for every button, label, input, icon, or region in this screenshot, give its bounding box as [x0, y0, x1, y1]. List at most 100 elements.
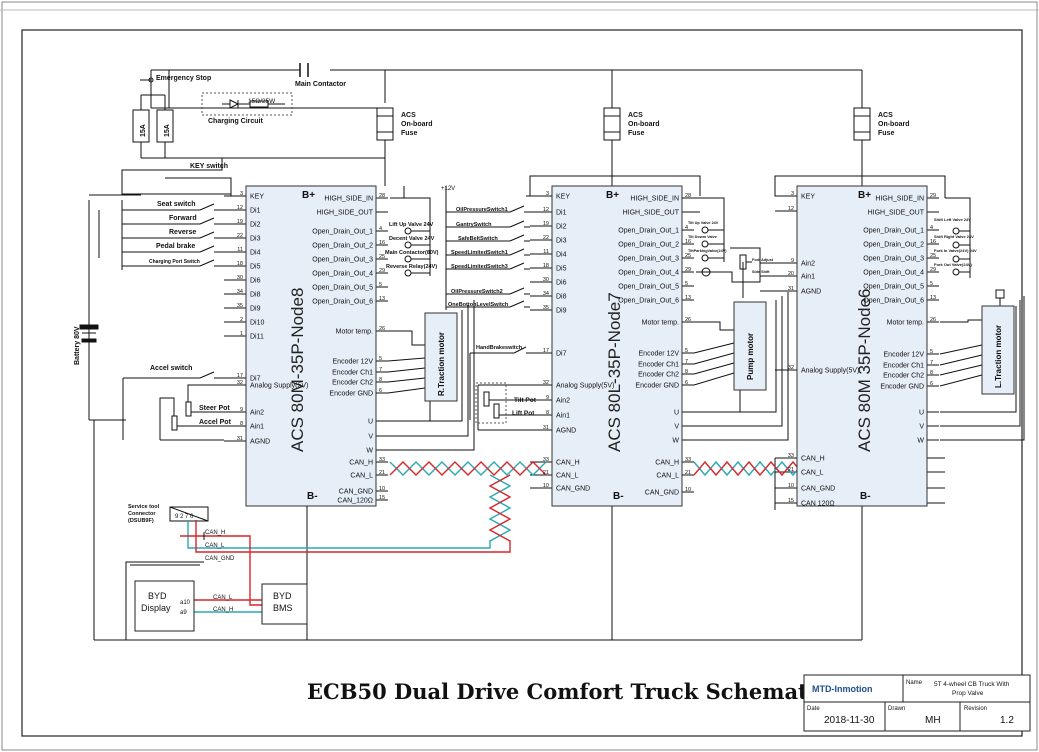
m7-right-pin: 10 — [685, 487, 691, 493]
m8-right-pin: 4 — [379, 226, 382, 232]
node6-load-labels: Shift Left Valve 24V Shift Right Valve 2… — [934, 217, 977, 267]
m6-left-pin: 31 — [788, 286, 794, 292]
drawing-frame — [21, 29, 1023, 737]
m8-left-pin: 9 — [240, 407, 243, 413]
m8-right-label: CAN_L — [350, 473, 373, 480]
m6-right-pin: 16 — [930, 239, 936, 245]
acs-fuse3-l2: On-board — [878, 121, 910, 128]
reverse-label: Reverse — [169, 229, 196, 236]
byd-a9: a9 — [180, 610, 187, 616]
m7-left-label: KEY — [556, 194, 570, 201]
m8-left-pin: 30 — [237, 275, 243, 281]
name-label: Name — [906, 680, 923, 686]
m6-right-label: Encoder Ch2 — [883, 373, 924, 380]
m8-left-pin: 35 — [237, 303, 243, 309]
m8-left-label: Di8 — [250, 292, 261, 299]
node7-switch-labels: OilPressureSwitch1 GantrySwitch SafeBelt… — [448, 207, 537, 417]
m7-right-pin: 6 — [685, 380, 688, 386]
schematic-title: ECB50 Dual Drive Comfort Truck Schematic — [307, 679, 829, 704]
title-block: MTD-Inmotion Name 5T 4-wheel CB Truck Wi… — [803, 674, 1031, 732]
m6-left-pin: 21 — [788, 467, 794, 473]
m6-right-pin: 5 — [930, 349, 933, 355]
tilt-pot-label: Tilt Pot — [514, 397, 537, 404]
resistor-label: 15Ω/25W — [248, 98, 276, 105]
module-node6-name: ACS 80M 35P-Node6 — [855, 289, 874, 452]
svc-can-l: CAN_L — [205, 543, 225, 549]
sw-onebotton: OneBottonLevelSwitch — [448, 302, 509, 308]
sw-handbrake: HandBrakeswitch — [476, 345, 523, 351]
m6-left-label: KEY — [801, 194, 815, 201]
m7-left-pin: 3 — [546, 191, 549, 197]
m7-right-pin: 29 — [685, 267, 691, 273]
m8-right-label: Encoder 12V — [333, 359, 374, 366]
m7-left-label: Di1 — [556, 210, 567, 217]
byd-display-box — [134, 580, 195, 632]
m7-left-label: Di5 — [556, 266, 567, 273]
m8-left-pin: 22 — [237, 233, 243, 239]
m6-left-pin: 10 — [788, 483, 794, 489]
m6-left-label: AGND — [801, 289, 821, 296]
byd-display-l1: BYD — [148, 591, 167, 601]
sw-oilpressure2: OilPressureSwitch2 — [451, 289, 503, 295]
m8-right-label: Open_Drain_Out_1 — [312, 229, 373, 236]
m8-right-label: Encoder Ch1 — [332, 370, 373, 377]
charging-circuit-label: Charging Circuit — [208, 118, 264, 125]
m8-right-pin: 8 — [379, 377, 382, 383]
m8-right-label: CAN_120Ω — [337, 498, 373, 505]
m8-right-pin: 16 — [379, 240, 385, 246]
m7-left-label: Di9 — [556, 308, 567, 315]
m7-right-label: CAN_GND — [645, 490, 679, 497]
m7-left-label: Ain1 — [556, 413, 570, 420]
m7-right-label: Encoder Ch2 — [638, 372, 679, 379]
m6-left-label: Analog Supply(5V) — [801, 368, 859, 375]
pedal-brake-label: Pedal brake — [156, 243, 195, 250]
acs-fuse-f2 — [603, 107, 621, 141]
l-traction-motor-box — [981, 305, 1015, 395]
m8-left-label: Di2 — [250, 222, 261, 229]
m6-left-label: CAN_H — [801, 456, 825, 463]
fuse2-label: 15A — [164, 124, 171, 137]
m8-right-pin: 10 — [379, 486, 385, 492]
service-tool-l3: (DSUB9F) — [128, 518, 154, 524]
m6-right-pin: 29 — [930, 267, 936, 273]
m8-right-label: Encoder GND — [329, 391, 373, 398]
m7-left-label: AGND — [556, 428, 576, 435]
m6-right-label: Encoder GND — [880, 384, 924, 391]
byd-can-h: CAN_H — [213, 607, 233, 613]
m8-right-label: Open_Drain_Out_5 — [312, 285, 373, 292]
acs-fuse-f3 — [853, 107, 871, 141]
node7-load1: Tilt Up Valve 24V — [688, 221, 719, 225]
m7-right-pin: 33 — [685, 457, 691, 463]
m8-left-pin: 19 — [237, 219, 243, 225]
acs-fuse1-l2: On-board — [401, 121, 433, 128]
m7-left-pin: 10 — [543, 483, 549, 489]
node8-load4: Reverse Relay(24V) — [386, 264, 437, 270]
emergency-stop-label: Emergency Stop — [156, 75, 211, 82]
module-node8-box — [245, 185, 377, 507]
m8-left-pin: 12 — [237, 205, 243, 211]
m6-left-label: Ain1 — [801, 274, 815, 281]
charging-port-label: Charging Port Switch — [149, 259, 200, 265]
m7-left-pin: 32 — [543, 380, 549, 386]
key-switch-label: KEY switch — [190, 163, 228, 170]
m8-right-label: Open_Drain_Out_6 — [312, 299, 373, 306]
m7-right-label: HIGH_SIDE_OUT — [623, 210, 680, 217]
accel-pot-label: Accel Pot — [199, 419, 232, 426]
byd-bms-box — [261, 583, 308, 625]
m8-right-label: CAN_H — [349, 460, 373, 467]
acs-fuse2-l3: Fuse — [628, 130, 644, 137]
module-node7-name: ACS 80L-35P-Node7 — [605, 292, 624, 452]
m8-right-pin: 5 — [379, 282, 382, 288]
m7-left-label: Di7 — [556, 351, 567, 358]
name-value-l1: 5T 4-wheel CB Truck With — [934, 681, 1010, 688]
sw-speedlimited1: SpeedLimitedSwitch1 — [451, 250, 508, 256]
fork-adjust: Fork Adjust — [752, 258, 774, 262]
m6-right-label: Open_Drain_Out_1 — [863, 228, 924, 235]
m7-right-label: Motor temp. — [642, 320, 679, 327]
revision-label: Revision — [964, 706, 987, 712]
node6-load3: Fork In Valve(24V) 24V — [934, 248, 977, 253]
m7-left-label: CAN_L — [556, 473, 579, 480]
m7-left-pin: 34 — [543, 291, 549, 297]
node7-load3: TiltParkingValve(24V) — [688, 249, 727, 253]
